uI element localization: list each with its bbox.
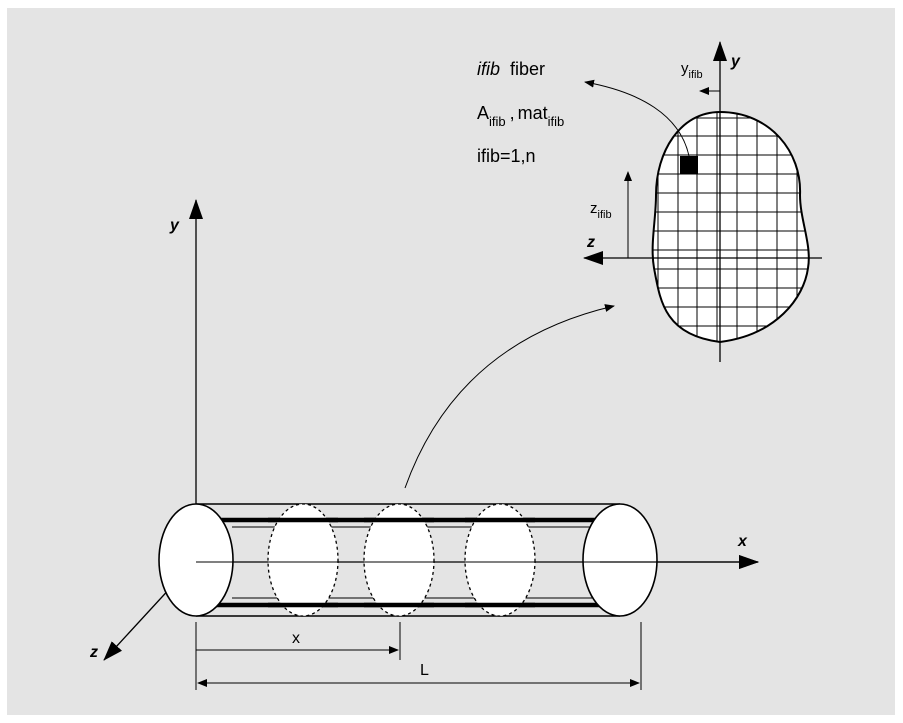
highlighted-fiber: [680, 156, 698, 174]
fiber-index-range: ifib=1,n: [477, 146, 536, 166]
dim-L-label: L: [420, 662, 429, 679]
dimension-lines: x L: [195, 622, 642, 690]
fiber-properties: Aifib,matifib: [477, 103, 564, 129]
y-axis-label: y: [169, 217, 180, 234]
right-end-face: [582, 503, 658, 617]
section-slice-3: [464, 503, 536, 617]
section-y-label: y: [730, 53, 741, 70]
z-axis-label: z: [89, 644, 98, 661]
dim-x-label: x: [292, 630, 300, 647]
section-z-label: z: [586, 234, 595, 251]
fiber-y-coordinate-label: yifib: [681, 60, 703, 81]
x-axis-label: x: [737, 533, 748, 550]
section-slice-1: [267, 503, 339, 617]
fiber-callout-arrow: [584, 79, 690, 157]
section-slice-2: [363, 503, 435, 617]
element-cylinder: [158, 503, 740, 617]
section-callout-arrow: [404, 304, 615, 489]
panel-background: [7, 8, 895, 715]
left-end-face: [158, 503, 234, 617]
fiber-z-coordinate-label: zifib: [590, 200, 612, 221]
